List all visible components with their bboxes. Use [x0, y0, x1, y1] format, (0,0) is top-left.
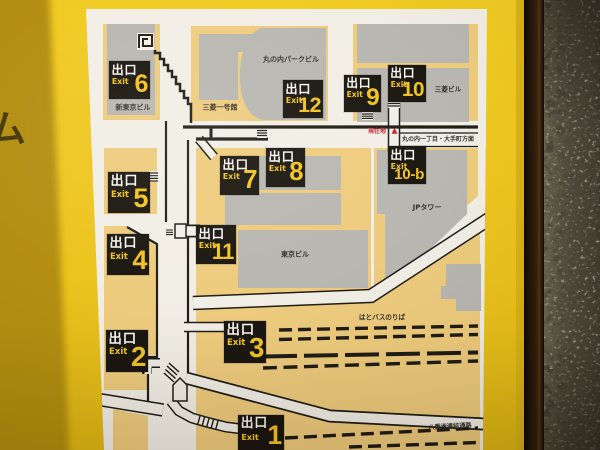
exit-english-label: Exit: [346, 90, 363, 100]
exit-kanji-label: 出口: [268, 148, 295, 164]
exit-english-label: Exit: [108, 347, 128, 358]
exit-number: 3: [249, 331, 264, 363]
hatch-stairs: [163, 362, 180, 383]
sign-frame: [524, 0, 544, 450]
exit-kanji-label: 出口: [226, 322, 255, 338]
exit-kanji-label: 出口: [109, 235, 138, 251]
exit-english-label: Exit: [198, 241, 216, 251]
bus-bay-lines: [262, 324, 479, 449]
corridor-cores: [86, 103, 487, 433]
map-label-hato-bus-stop: はとバスのりば: [358, 314, 406, 322]
exit-number: 12: [298, 93, 321, 118]
elevator-box: [174, 223, 187, 239]
exit-english-label: Exit: [241, 431, 259, 442]
map-label-tokyo-building: 東京ビル: [281, 250, 309, 259]
exit-number: 9: [366, 84, 380, 112]
exit-number: 4: [132, 244, 147, 276]
exit-number: 7: [243, 165, 258, 194]
exit-kanji-label: 出口: [108, 331, 137, 347]
spiral-stair-icon: [137, 33, 154, 50]
exit-english-label: Exit: [111, 76, 129, 86]
map-label-jp-tower: JPタワー: [412, 203, 442, 212]
exit-english-label: Exit: [110, 189, 129, 200]
map-label-mitsubishi-ichigokan: 三菱一号館: [202, 103, 238, 112]
exit-english-label: Exit: [109, 251, 128, 262]
exit-number: 10-b: [394, 166, 425, 184]
map-label-marunouchi-otemachi: 丸の内一丁目・大手町方面: [402, 136, 474, 143]
exit-number: 6: [134, 70, 148, 99]
exit-english-label: Exit: [390, 80, 407, 90]
exit-number: 11: [211, 238, 235, 264]
exit-kanji-label: 出口: [240, 415, 268, 431]
map-label-marunouchi-park-bldg: 丸の内パークビル: [263, 55, 319, 64]
exit-kanji-label: 出口: [222, 156, 249, 172]
wall: [544, 0, 600, 450]
exit-number: 5: [133, 182, 148, 214]
exit-english-label: Exit: [268, 164, 286, 174]
exit-kanji-label: 出口: [390, 147, 417, 162]
map-label-yaesu-passage: 八重洲連結通路: [428, 421, 472, 431]
hatch-stairs-exit1: [196, 415, 219, 430]
poster-left-dark-panel: [0, 0, 70, 450]
current-location-triangle: [391, 127, 398, 134]
exit-kanji-label: 出口: [110, 173, 139, 189]
stairs-icons: [149, 99, 400, 430]
exit-english-label: Exit: [285, 95, 303, 105]
map-label-mitsubishi-building: 三菱ビル: [434, 86, 462, 94]
exit-number: 8: [289, 157, 304, 186]
exit-english-label: Exit: [226, 338, 246, 349]
exit-kanji-label: 出口: [198, 225, 225, 241]
elevator-pentagon: [172, 376, 188, 402]
map-label-shin-tokyo-building: 新東京ビル: [115, 103, 151, 112]
map-label-current-location: 現在地: [368, 127, 386, 135]
exit-number: 1: [267, 420, 283, 450]
exit-kanji-label: 出口: [111, 62, 138, 77]
exit-kanji-label: 出口: [346, 75, 372, 90]
partial-mu-text: ム: [0, 107, 26, 151]
exit-kanji-label: 出口: [285, 81, 312, 96]
exit-kanji-label: 出口: [390, 65, 416, 80]
partial-mu-character: ム: [0, 107, 26, 151]
poster-edge-shade: [516, 0, 524, 450]
exit-english-label: Exit: [222, 172, 240, 182]
exit-number: 2: [131, 340, 146, 372]
exit-english-label: Exit: [390, 161, 408, 171]
exit-number: 10: [401, 77, 425, 101]
